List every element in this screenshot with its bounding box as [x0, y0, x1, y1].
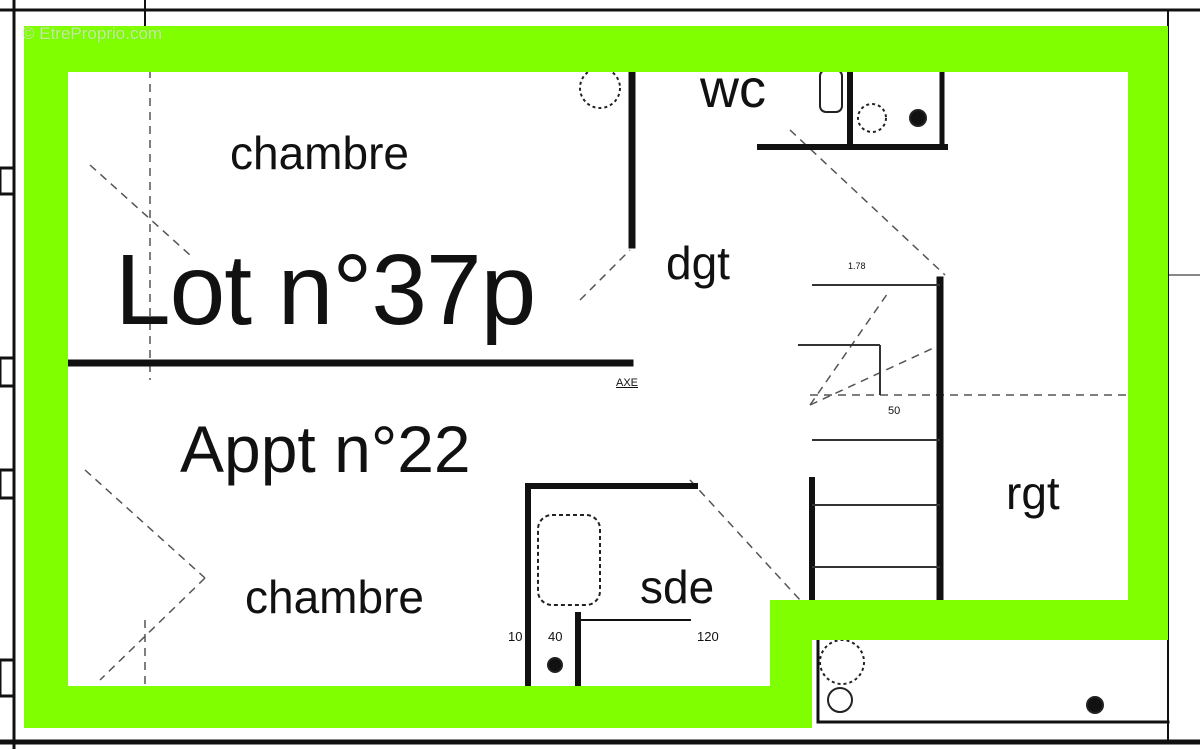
room-label-chambre-1: chambre — [230, 127, 409, 179]
lot-highlight-outline — [24, 26, 1168, 728]
shower-tray — [537, 514, 601, 606]
appartement-number-title: Appt n°22 — [180, 412, 471, 486]
room-label-dgt: dgt — [666, 237, 730, 289]
room-label-chambre-2: chambre — [245, 571, 424, 623]
bottom-drain — [827, 687, 853, 713]
dimension-sde-left: 10 — [508, 629, 523, 644]
dimension-stair-top: 1.78 — [848, 261, 866, 271]
bottom-basin — [819, 639, 865, 685]
wc-drain — [857, 103, 887, 133]
walls — [64, 66, 1170, 724]
dimension-stair-mid: 50 — [888, 405, 901, 417]
dimension-sde-mid: 40 — [548, 629, 563, 644]
stair-treads — [798, 284, 940, 568]
room-label-rgt: rgt — [1006, 467, 1060, 519]
lot-number-title: Lot n°37p — [115, 234, 536, 346]
room-label-wc: wc — [700, 59, 766, 119]
construction-lines — [84, 70, 1168, 690]
sde-pipe — [547, 657, 563, 673]
wc-bowl — [819, 69, 843, 113]
axis-mark: AXE — [616, 377, 639, 389]
watermark: © EtreProprio.com — [22, 24, 163, 43]
dimension-sde-right: 120 — [697, 629, 719, 644]
basin-top — [579, 67, 621, 109]
fixtures — [537, 67, 1104, 714]
bottom-pipe — [1086, 696, 1104, 714]
wc-pipe — [909, 109, 927, 127]
room-label-sde: sde — [640, 561, 715, 613]
